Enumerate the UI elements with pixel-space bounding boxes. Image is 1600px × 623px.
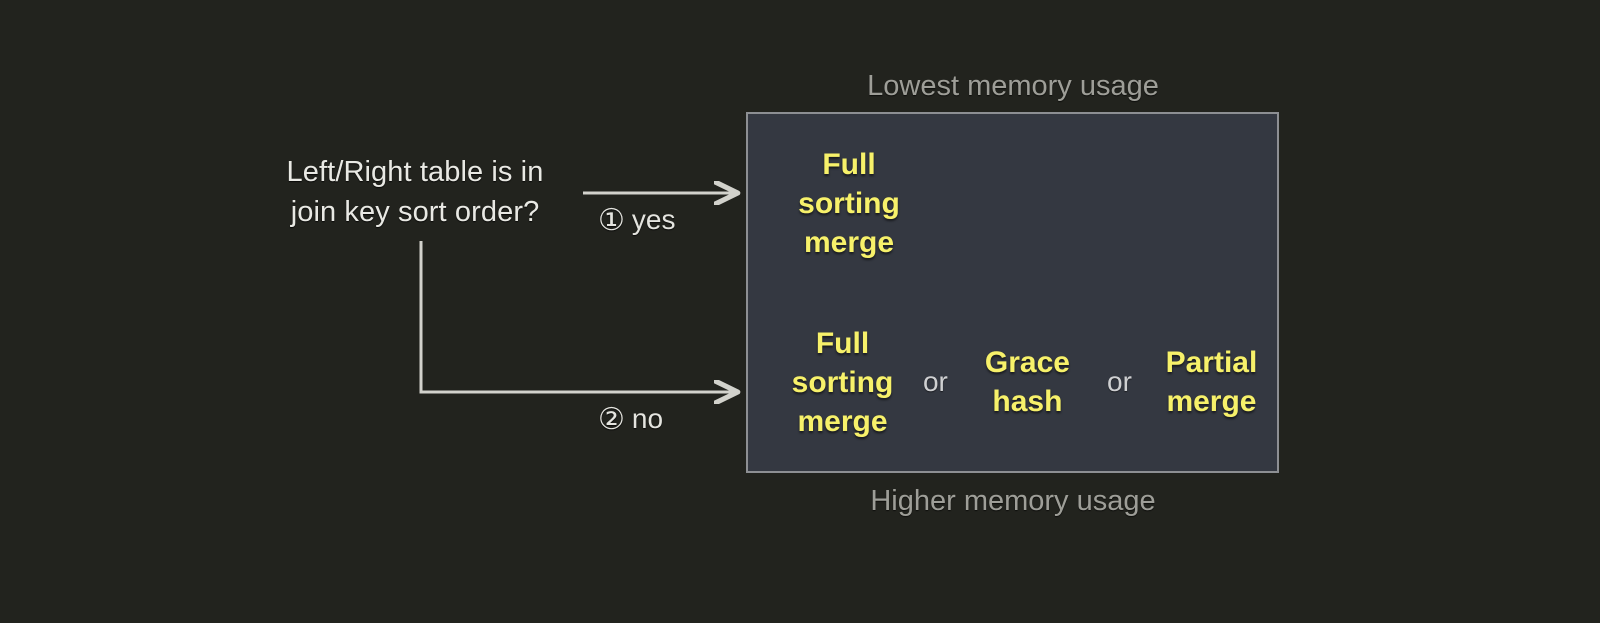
- branch-marker-1: ①: [598, 204, 625, 237]
- caption-higher-memory: Higher memory usage: [870, 485, 1156, 517]
- option-full-sorting-merge-unsorted: Full sorting merge: [776, 324, 909, 441]
- caption-lowest-memory: Lowest memory usage: [867, 70, 1159, 102]
- branch-marker-2: ②: [598, 403, 625, 436]
- option-line: Grace: [984, 346, 1070, 380]
- strategy-box: Full sorting merge Full sorting merge or…: [746, 112, 1279, 473]
- option-line: hash: [992, 385, 1063, 419]
- outcome-row-unsorted: Full sorting merge or Grace hash or Part…: [748, 294, 1277, 472]
- option-line: merge: [803, 226, 895, 260]
- option-full-sorting-merge-sorted: Full sorting merge: [778, 145, 920, 262]
- option-line: sorting: [798, 187, 900, 221]
- option-line: sorting: [791, 365, 894, 399]
- option-line: Partial: [1165, 346, 1258, 380]
- option-line: Full: [815, 326, 870, 360]
- outcome-row-sorted: Full sorting merge: [748, 114, 1277, 294]
- connector-no-arrow: [419, 241, 736, 392]
- decision-question-line-2: join key sort order?: [290, 196, 540, 228]
- option-line: merge: [1166, 385, 1257, 419]
- branch-text-yes: yes: [631, 204, 676, 235]
- branch-text-no: no: [631, 403, 664, 434]
- option-separator-or-1: or: [922, 366, 948, 398]
- decision-question-line-1: Left/Right table is in: [286, 156, 544, 188]
- option-line: Full: [822, 148, 876, 182]
- option-grace-hash: Grace hash: [962, 343, 1093, 421]
- decision-question: Left/Right table is in join key sort ord…: [150, 152, 680, 232]
- option-line: merge: [797, 404, 888, 438]
- option-partial-merge: Partial merge: [1146, 343, 1277, 421]
- option-separator-or-2: or: [1107, 366, 1132, 398]
